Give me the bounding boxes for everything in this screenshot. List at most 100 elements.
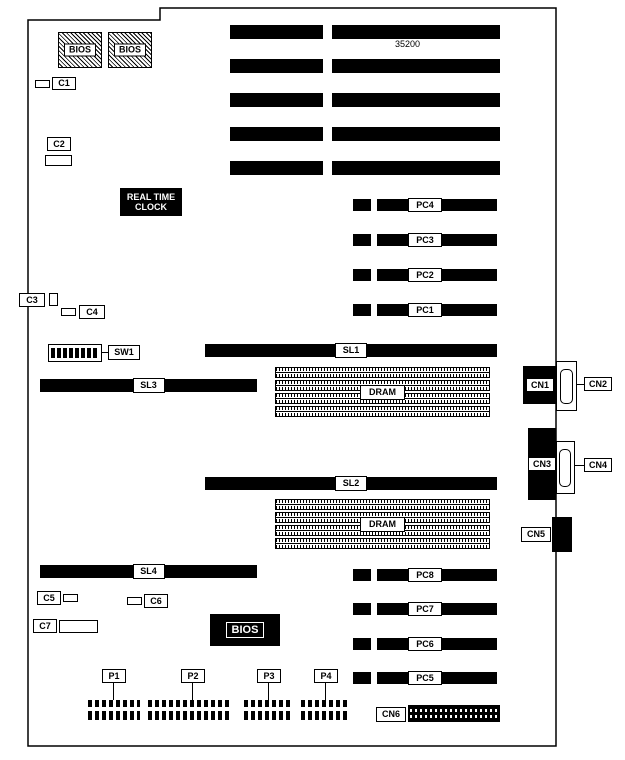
capacitor-c7: [59, 620, 98, 633]
rtc-label: REAL TIME CLOCK: [127, 192, 175, 212]
capacitor-c2-label: C2: [47, 137, 71, 151]
slot-sl4: SL4: [40, 564, 257, 579]
slot-key-notch: [323, 59, 332, 73]
slot-sl2-label: SL2: [335, 476, 367, 491]
sw1-label: SW1: [108, 345, 140, 360]
connector-p1: [88, 700, 140, 720]
slot-key-notch: [323, 161, 332, 175]
connector-p4: [301, 700, 347, 720]
cn5-label: CN5: [521, 527, 551, 542]
slot-key-notch: [371, 234, 377, 246]
slot-pc3-label: PC3: [408, 233, 442, 247]
cn2-label: CN2: [584, 377, 612, 391]
p3-label: P3: [257, 669, 281, 683]
slot-key-notch: [323, 93, 332, 107]
slot-sl1: SL1: [205, 343, 497, 358]
bios-chip-2-label: BIOS: [114, 43, 146, 57]
dram-bank1-label: DRAM: [360, 385, 405, 400]
rtc-label-line1: REAL TIME: [126, 192, 176, 202]
p1-leader-line: [113, 683, 114, 700]
p3-leader-line: [268, 683, 269, 700]
capacitor-c5: [63, 594, 78, 602]
expansion-slot-4: [230, 127, 500, 141]
cn6-label: CN6: [376, 707, 406, 722]
slot-sl2: SL2: [205, 476, 497, 491]
slot-pc4-label: PC4: [408, 198, 442, 212]
connector-cn2-port: [560, 369, 573, 404]
bios-chip-3: BIOS: [210, 614, 280, 646]
capacitor-c1-label: C1: [52, 77, 76, 90]
capacitor-c6: [127, 597, 142, 605]
dip-switch-sw1: [48, 344, 102, 362]
cn3-label: CN3: [528, 457, 556, 471]
capacitor-c6-label: C6: [144, 594, 168, 608]
bios-chip-3-label: BIOS: [225, 622, 265, 638]
slot-pc4: PC4: [353, 198, 497, 212]
simm-socket: [275, 406, 490, 417]
slot-key-notch: [371, 199, 377, 211]
bios-chip-1: BIOS: [58, 32, 102, 68]
slot-key-notch: [371, 269, 377, 281]
p2-label: P2: [181, 669, 205, 683]
slot-pc5: PC5: [353, 671, 497, 685]
slot-pc6: PC6: [353, 637, 497, 651]
capacitor-c1: [35, 80, 50, 88]
connector-cn1: CN1: [523, 366, 557, 404]
cn4-label: CN4: [584, 458, 612, 472]
slot-pc2: PC2: [353, 268, 497, 282]
slot-key-notch: [323, 25, 332, 39]
slot-sl4-label: SL4: [132, 564, 165, 579]
p4-leader-line: [325, 683, 326, 700]
slot-pc7: PC7: [353, 602, 497, 616]
dip-switch-positions: [51, 348, 99, 358]
capacitor-c2: [45, 155, 72, 166]
cn2-leader-line: [577, 384, 584, 385]
part-number: 35200: [395, 39, 421, 49]
sw1-leader-line: [102, 352, 108, 353]
expansion-slot-5: [230, 161, 500, 175]
capacitor-c7-label: C7: [33, 619, 57, 633]
expansion-slot-2: [230, 59, 500, 73]
slot-key-notch: [371, 603, 377, 615]
slot-key-notch: [323, 127, 332, 141]
slot-pc1-label: PC1: [408, 303, 442, 317]
cn1-label: CN1: [526, 378, 554, 392]
connector-p3: [244, 700, 292, 720]
slot-key-notch: [371, 638, 377, 650]
slot-key-notch: [371, 304, 377, 316]
rtc-label-line2: CLOCK: [135, 202, 167, 212]
connector-cn5: [552, 517, 572, 552]
slot-sl3-label: SL3: [132, 378, 165, 393]
slot-pc3: PC3: [353, 233, 497, 247]
slot-key-notch: [371, 569, 377, 581]
capacitor-c3-label: C3: [19, 293, 45, 307]
slot-sl3: SL3: [40, 378, 257, 393]
capacitor-c4-label: C4: [79, 305, 105, 319]
connector-cn3: CN3: [528, 428, 556, 500]
bios-chip-1-label: BIOS: [64, 43, 96, 57]
slot-key-notch: [371, 672, 377, 684]
slot-pc8-label: PC8: [408, 568, 442, 582]
connector-cn4-port: [559, 449, 571, 487]
p2-leader-line: [192, 683, 193, 700]
expansion-slot-3: [230, 93, 500, 107]
slot-pc6-label: PC6: [408, 637, 442, 651]
connector-cn6: [408, 705, 500, 722]
simm-socket: [275, 367, 490, 378]
rtc-chip: REAL TIME CLOCK: [120, 188, 182, 216]
p4-label: P4: [314, 669, 338, 683]
simm-socket: [275, 538, 490, 549]
slot-pc8: PC8: [353, 568, 497, 582]
slot-pc7-label: PC7: [408, 602, 442, 616]
slot-pc1: PC1: [353, 303, 497, 317]
bios-chip-2: BIOS: [108, 32, 152, 68]
cn4-leader-line: [575, 465, 584, 466]
slot-pc5-label: PC5: [408, 671, 442, 685]
slot-pc2-label: PC2: [408, 268, 442, 282]
connector-p2: [148, 700, 232, 720]
slot-sl1-label: SL1: [335, 343, 367, 358]
capacitor-c5-label: C5: [37, 591, 61, 605]
capacitor-c4: [61, 308, 76, 316]
